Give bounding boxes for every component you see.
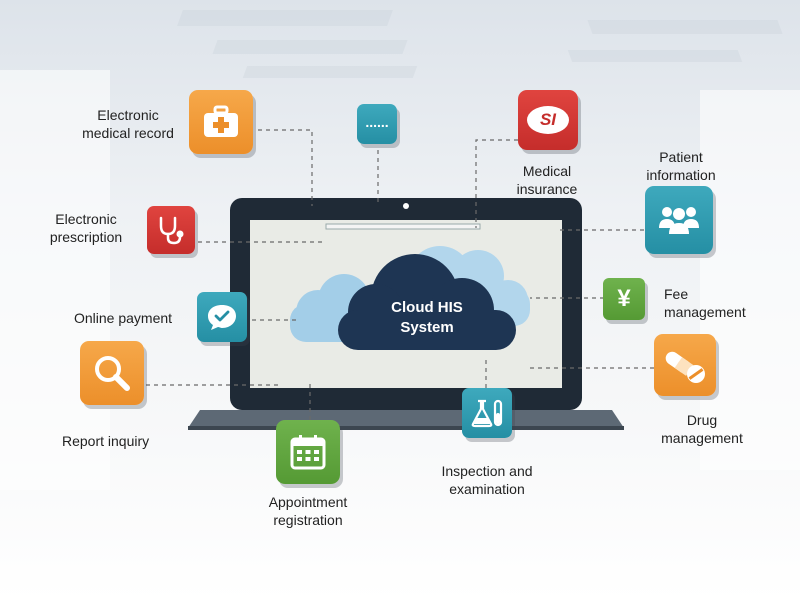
- inspection-label: Inspection and examination: [441, 463, 533, 497]
- drug-tile[interactable]: [654, 334, 716, 396]
- window-light: [700, 90, 800, 470]
- report-label: Report inquiry: [62, 433, 150, 449]
- chat-check-icon: [208, 305, 236, 330]
- insurance-tile[interactable]: SI: [518, 90, 578, 150]
- inspection-tile[interactable]: [462, 388, 512, 438]
- cloud-main: [338, 254, 516, 350]
- laptop-camera: [403, 203, 409, 209]
- laptop-base: [188, 410, 624, 428]
- connectors: [146, 129, 654, 420]
- screen-address-bar: [325, 223, 481, 230]
- appointment-tile[interactable]: [276, 420, 340, 484]
- magnifier-icon: [95, 356, 130, 391]
- fee-tile[interactable]: ¥: [603, 278, 645, 320]
- stethoscope-icon: [159, 216, 184, 245]
- patient-label: Patient information: [646, 149, 716, 183]
- cloud-title-line1: Cloud HIS: [391, 299, 463, 316]
- fee-label: Fee management: [664, 286, 746, 320]
- payment-label: Online payment: [74, 310, 173, 326]
- payment-tile[interactable]: [197, 292, 247, 342]
- cloud-title-line2: System: [400, 319, 454, 336]
- report-tile[interactable]: [80, 341, 144, 405]
- appointment-label: Appointment registration: [268, 494, 348, 528]
- calendar-icon: [290, 435, 326, 470]
- prescription-tile[interactable]: [147, 206, 195, 254]
- more-dots-icon: ......: [365, 114, 389, 130]
- connector-emr: [258, 129, 313, 206]
- si-logo-icon: SI: [527, 106, 569, 134]
- drug-label: Drug management: [661, 412, 743, 446]
- more-tile[interactable]: ......: [357, 104, 397, 144]
- patient-tile[interactable]: [645, 186, 713, 254]
- laptop-base-edge: [188, 426, 624, 430]
- people-group-icon: [659, 207, 699, 234]
- pill-capsule-icon: [665, 351, 705, 383]
- window-light: [0, 70, 110, 490]
- lab-flask-icon: [471, 399, 503, 428]
- prescription-label: Electronic prescription: [49, 211, 123, 245]
- yen-icon: ¥: [617, 285, 631, 312]
- emr-tile[interactable]: [189, 90, 253, 154]
- first-aid-kit-icon: [204, 105, 238, 137]
- connector-insurance: [475, 139, 518, 228]
- cloud-title: Cloud HIS System: [343, 298, 511, 338]
- insurance-label: Medical insurance: [516, 163, 578, 197]
- cloud: [290, 246, 530, 350]
- emr-label: Electronic medical record: [82, 107, 174, 141]
